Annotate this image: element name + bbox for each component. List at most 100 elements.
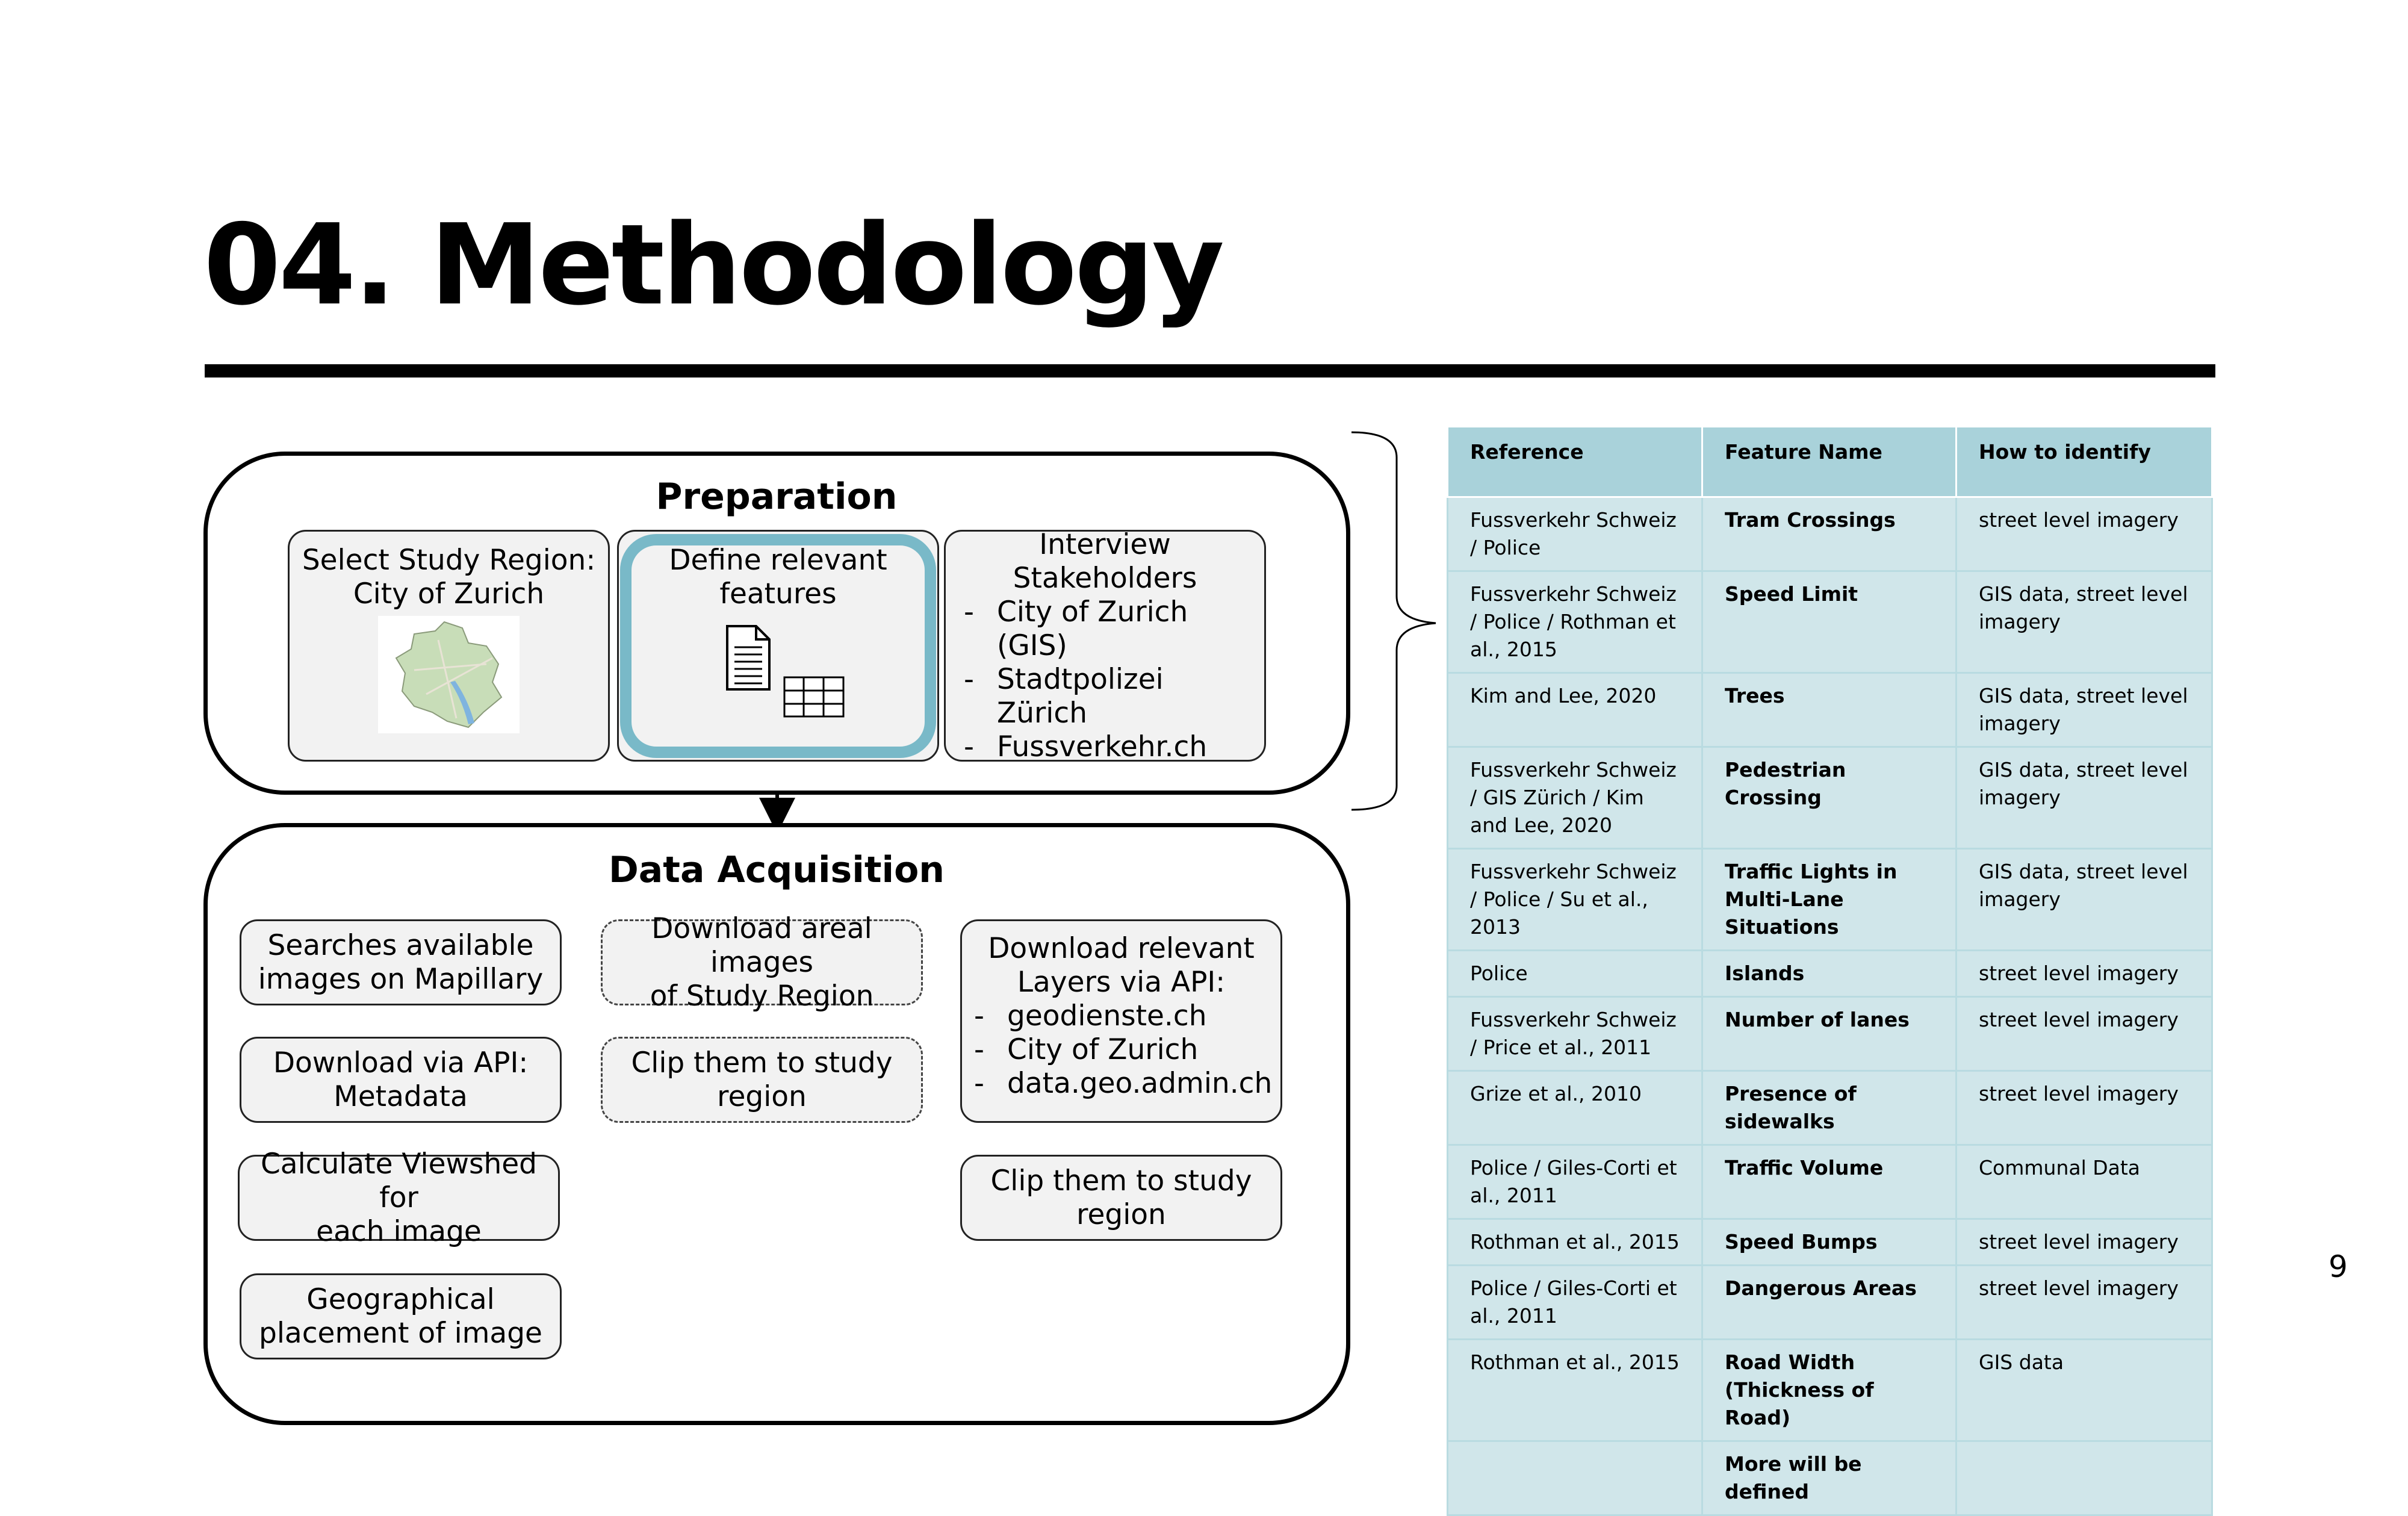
download-layers-item: data.geo.admin.ch [974,1067,1272,1101]
placement-box: Geographical placement of image [240,1273,562,1359]
download-layers-line1: Download relevant [988,932,1255,965]
interview-item: Stadtpolizei Zürich [964,663,1252,730]
define-features-line2: features [719,577,837,610]
define-features-line1: Define relevant [669,544,887,577]
cell-reference: Rothman et al., 2015 [1447,1218,1703,1266]
searches-line2: images on Mapillary [258,962,544,996]
download-areal-line2: of Study Region [650,979,874,1013]
download-layers-item: City of Zurich [974,1033,1272,1067]
placement-line1: Geographical [306,1282,495,1316]
bracket [1351,431,1436,811]
cell-identify: GIS data, street level imagery [1955,570,2213,674]
cell-feature: Islands [1701,949,1957,998]
cell-feature: Trees [1701,672,1957,748]
cell-reference: Police / Giles-Corti et al., 2011 [1447,1144,1703,1220]
table-row: Fussverkehr Schweiz / GIS Zürich / Kim a… [1447,746,2213,850]
header-how-to-identify: How to identify [1955,427,2213,498]
interview-line2: Stakeholders [1013,561,1197,595]
preparation-title: Preparation [656,476,898,518]
download-metadata-line2: Metadata [334,1080,468,1113]
cell-feature: Number of lanes [1701,996,1957,1072]
cell-feature: Dangerous Areas [1701,1264,1957,1340]
table-icon [783,676,844,718]
cell-feature: Speed Bumps [1701,1218,1957,1266]
define-features-highlight [620,534,936,758]
table-row: Fussverkehr Schweiz / Price et al., 2011… [1447,996,2213,1072]
clip-areal-line1: Clip them to study [631,1046,893,1080]
cell-feature: Tram Crossings [1701,496,1957,572]
cell-identify: GIS data, street level imagery [1955,848,2213,951]
cell-reference: Fussverkehr Schweiz / Police / Rothman e… [1447,570,1703,674]
viewshed-line1: Calculate Viewshed for [260,1147,537,1214]
cell-identify [1955,1440,2213,1516]
interview-list: City of Zurich (GIS) Stadtpolizei Zürich… [964,595,1252,764]
searches-box: Searches available images on Mapillary [240,919,562,1005]
clip-layers-box: Clip them to study region [960,1155,1282,1241]
cell-reference: Grize et al., 2010 [1447,1070,1703,1146]
download-layers-list: geodienste.ch City of Zurich data.geo.ad… [974,999,1272,1101]
cell-reference: Police / Giles-Corti et al., 2011 [1447,1264,1703,1340]
interview-item: Fussverkehr.ch [964,730,1252,764]
cell-identify: street level imagery [1955,1218,2213,1266]
table-row: More will be defined [1447,1440,2213,1516]
cell-feature: Presence of sidewalks [1701,1070,1957,1146]
cell-reference [1447,1440,1703,1516]
table-row: Fussverkehr Schweiz / Police / Rothman e… [1447,570,2213,674]
cell-feature: More will be defined [1701,1440,1957,1516]
cell-reference: Fussverkehr Schweiz / Price et al., 2011 [1447,996,1703,1072]
cell-identify: GIS data, street level imagery [1955,672,2213,748]
download-metadata-line1: Download via API: [273,1046,529,1080]
searches-line1: Searches available [267,928,534,962]
table-row: Fussverkehr Schweiz / Police / Su et al.… [1447,848,2213,951]
title-rule [205,364,2215,377]
cell-reference: Fussverkehr Schweiz / Police / Su et al.… [1447,848,1703,951]
select-region-line2: City of Zurich [353,577,545,610]
clip-layers-line1: Clip them to study [990,1164,1252,1198]
select-region-line1: Select Study Region: [302,544,596,577]
feature-table: Reference Feature Name How to identify F… [1447,427,2213,1516]
cell-feature: Traffic Lights in Multi-Lane Situations [1701,848,1957,951]
interview-line1: Interview [1039,527,1171,561]
placement-line2: placement of image [259,1316,542,1350]
clip-areal-box: Clip them to study region [601,1037,923,1123]
page-number: 9 [2329,1249,2348,1284]
cell-identify: Communal Data [1955,1144,2213,1220]
table-header-row: Reference Feature Name How to identify [1447,427,2213,498]
document-icon [725,625,771,691]
download-layers-item: geodienste.ch [974,999,1272,1033]
clip-areal-line2: region [717,1080,807,1113]
acquisition-title: Data Acquisition [608,849,945,891]
viewshed-line2: each image [316,1214,482,1248]
cell-feature: Traffic Volume [1701,1144,1957,1220]
header-feature-name: Feature Name [1701,427,1957,498]
header-reference: Reference [1447,427,1703,498]
download-areal-box: Download areal images of Study Region [601,912,923,1013]
cell-feature: Pedestrian Crossing [1701,746,1957,850]
slide-title: 04. Methodology [203,200,1224,330]
cell-feature: Speed Limit [1701,570,1957,674]
cell-reference: Fussverkehr Schweiz / GIS Zürich / Kim a… [1447,746,1703,850]
select-region-box: Select Study Region: City of Zurich [288,530,610,762]
viewshed-box: Calculate Viewshed for each image [238,1148,560,1248]
cell-reference: Fussverkehr Schweiz / Police [1447,496,1703,572]
zurich-map-icon [378,616,520,733]
define-features-box: Define relevant features [617,530,939,762]
cell-identify: street level imagery [1955,1070,2213,1146]
cell-reference: Kim and Lee, 2020 [1447,672,1703,748]
download-areal-line1: Download areal images [651,912,872,979]
document-table-icon [725,625,844,718]
cell-identify: street level imagery [1955,996,2213,1072]
cell-identify: GIS data, street level imagery [1955,746,2213,850]
clip-layers-line2: region [1076,1198,1166,1231]
download-metadata-box: Download via API: Metadata [240,1037,562,1123]
cell-reference: Police [1447,949,1703,998]
interview-box: Interview Stakeholders City of Zurich (G… [944,527,1266,764]
interview-item: City of Zurich (GIS) [964,595,1252,663]
